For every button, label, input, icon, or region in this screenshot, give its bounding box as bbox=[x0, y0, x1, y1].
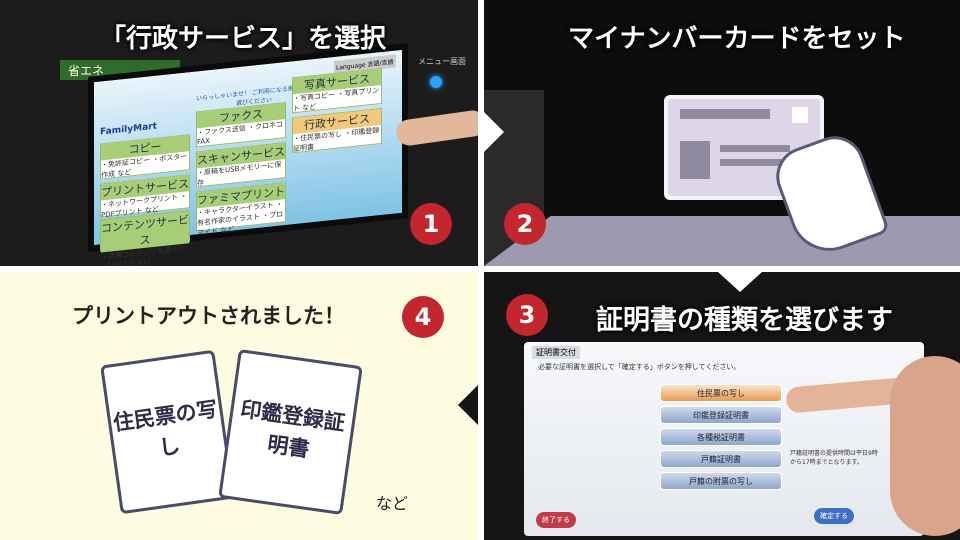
brand-logo: FamilyMart bbox=[100, 121, 157, 138]
arrow-down-icon bbox=[718, 272, 762, 292]
arrow-right-icon bbox=[484, 112, 504, 152]
tile-photo[interactable]: 写真サービス・写真コピー ・写真プリント など bbox=[292, 67, 382, 114]
etc-label: など bbox=[376, 494, 409, 513]
screen-header: 証明書交付 bbox=[532, 346, 580, 359]
menu-button[interactable] bbox=[430, 76, 442, 88]
certificate-screen: 証明書交付 必要な証明書を選択して「確定する」ボタンを押してください。 住民票の… bbox=[524, 342, 924, 536]
tile-famima-print[interactable]: ファミマプリント・キャラクターイラスト ・有名作家のイラスト ・ブロマイド など bbox=[196, 182, 286, 237]
option-family-register[interactable]: 戸籍証明書 bbox=[660, 450, 782, 468]
option-tax-certificate[interactable]: 各種税証明書 bbox=[660, 428, 782, 446]
tile-government[interactable]: 行政サービス・住民票の写し ・印鑑登録証明書 bbox=[292, 107, 382, 154]
step-badge-1: 1 bbox=[410, 203, 452, 245]
step1-caption: 「行政サービス」を選択 bbox=[100, 24, 387, 54]
step2-panel: マイナンバーカードをセット 2 bbox=[484, 0, 960, 266]
hand bbox=[890, 356, 960, 536]
confirm-button[interactable]: 確定する bbox=[814, 508, 854, 524]
step3-panel: 証明書交付 必要な証明書を選択して「確定する」ボタンを押してください。 住民票の… bbox=[484, 272, 960, 540]
menu-label: メニュー画面 bbox=[418, 57, 466, 66]
tile-copy[interactable]: コピー・免許証コピー ・ポスター作成 など bbox=[100, 134, 190, 180]
tile-scan[interactable]: スキャンサービス・原稿をUSBメモリーに保存 bbox=[196, 142, 286, 188]
document-seal-certificate: 印鑑登録証明書 bbox=[218, 349, 363, 515]
step-badge-2: 2 bbox=[504, 203, 546, 245]
option-resident-record[interactable]: 住民票の写し bbox=[660, 384, 782, 402]
option-seal-certificate[interactable]: 印鑑登録証明書 bbox=[660, 406, 782, 424]
document-resident-record: 住民票の写し bbox=[100, 349, 235, 515]
step1-panel: 省エネ メニュー画面 FamilyMart いらっしゃいませ！ ご利用になる機能… bbox=[0, 0, 478, 266]
step-badge-3: 3 bbox=[506, 294, 548, 336]
kiosk-slot bbox=[484, 216, 960, 266]
step4-panel: プリントアウトされました！ 4 住民票の写し 印鑑登録証明書 など bbox=[0, 272, 478, 540]
step4-caption: プリントアウトされました！ bbox=[72, 304, 345, 328]
arrow-left-icon bbox=[458, 385, 478, 425]
step3-caption: 証明書の種類を選びます bbox=[596, 305, 893, 336]
instruction-text: 必要な証明書を選択して「確定する」ボタンを押してください。 bbox=[538, 363, 741, 371]
kiosk-screen: FamilyMart いらっしゃいませ！ ご利用になる機能をお選びください La… bbox=[88, 43, 408, 266]
note-text: 戸籍証明書の提供時間は平日9時から17時までとなります。 bbox=[790, 450, 878, 466]
step-badge-4: 4 bbox=[402, 296, 444, 338]
exit-button[interactable]: 終了する bbox=[536, 512, 576, 528]
step2-caption: マイナンバーカードをセット bbox=[568, 24, 906, 54]
option-family-register-attachment[interactable]: 戸籍の附票の写し bbox=[660, 472, 782, 490]
